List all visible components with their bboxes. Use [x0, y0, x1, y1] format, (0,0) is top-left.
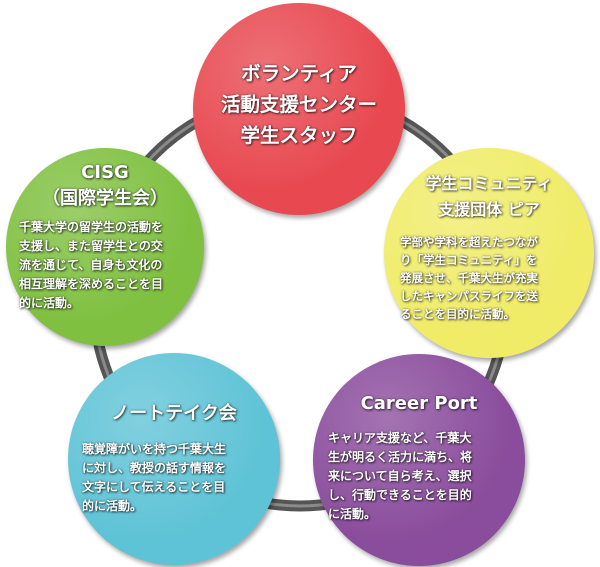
- node-career-description: キャリア支援など、千葉大 生が明るく活力に満ち、将 来について自ら考え、選択 し…: [328, 431, 473, 521]
- node-notetake-title: ノートテイク会: [111, 403, 237, 424]
- node-student-community: 学生コミュニティ 支援団体 ピア 学部や学科を超えたつなが り「学生コミュニティ…: [384, 148, 594, 358]
- node-cisg: CISG （国際学生会） 千葉大学の留学生の活動を 支援し、また留学生との交 流…: [6, 148, 204, 346]
- node-note-take: ノートテイク会 聴覚障がいを持つ千葉大生 に対し、教授の話す情報を 文字にして伝…: [68, 353, 280, 565]
- node-cisg-title: CISG （国際学生会）: [42, 162, 168, 209]
- node-community-description: 学部や学科を超えたつなが り「学生コミュニティ」を 発展させ、千葉大生が充実 し…: [400, 235, 538, 321]
- node-career-port: Career Port キャリア支援など、千葉大 生が明るく活力に満ち、将 来に…: [313, 354, 525, 566]
- node-community-title: 学生コミュニティ 支援団体 ピア: [425, 174, 553, 219]
- node-volunteer-title: ボランティア 活動支援センター 学生スタッフ: [220, 62, 377, 147]
- node-volunteer-center: ボランティア 活動支援センター 学生スタッフ: [193, 3, 405, 215]
- node-career-title: Career Port: [360, 393, 478, 414]
- node-notetake-description: 聴覚障がいを持つ千葉大生 に対し、教授の話す情報を 文字にして伝えることを目 的…: [82, 442, 227, 513]
- node-cisg-description: 千葉大学の留学生の活動を 支援し、また留学生との交 流を通じて、自身も文化の 相…: [19, 220, 164, 310]
